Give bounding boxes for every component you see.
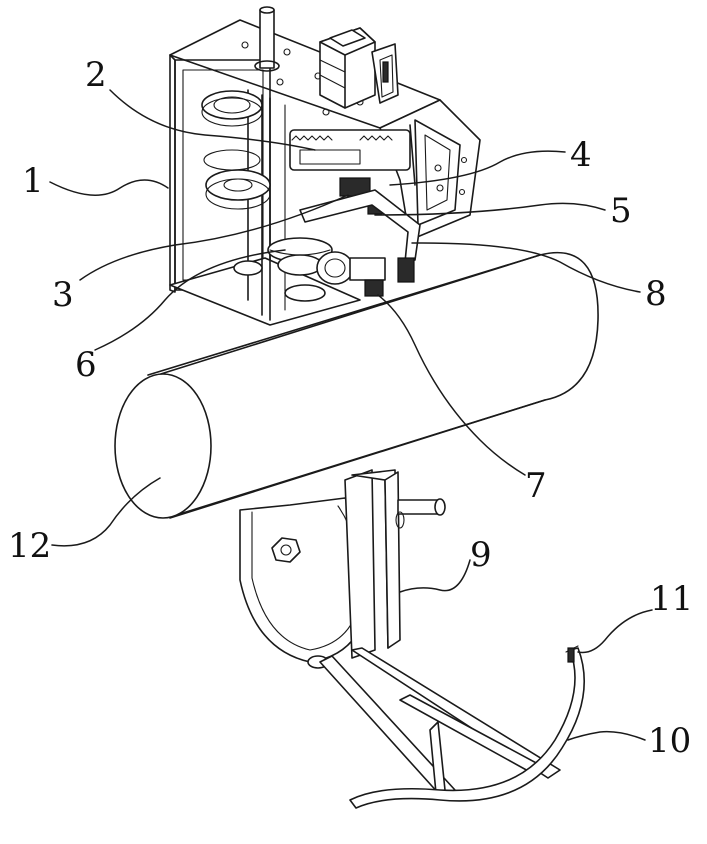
leader-9 xyxy=(400,560,470,592)
callout-12: 12 xyxy=(8,526,51,566)
lower-bracket xyxy=(240,470,445,668)
callout-9: 9 xyxy=(470,535,492,575)
leader-10 xyxy=(568,732,645,740)
callout-10: 10 xyxy=(648,721,691,761)
callout-5: 5 xyxy=(610,191,632,231)
motor xyxy=(320,28,398,108)
callout-11: 11 xyxy=(650,579,693,619)
callout-3: 3 xyxy=(52,275,74,315)
leader-1 xyxy=(50,180,168,195)
callout-2: 2 xyxy=(85,55,107,95)
callout-8: 8 xyxy=(645,274,667,314)
callout-1: 1 xyxy=(22,161,44,201)
callout-4: 4 xyxy=(570,135,592,175)
arc-frame xyxy=(320,646,584,808)
callout-7: 7 xyxy=(525,466,547,506)
callout-6: 6 xyxy=(75,345,97,385)
leader-11 xyxy=(578,610,652,653)
